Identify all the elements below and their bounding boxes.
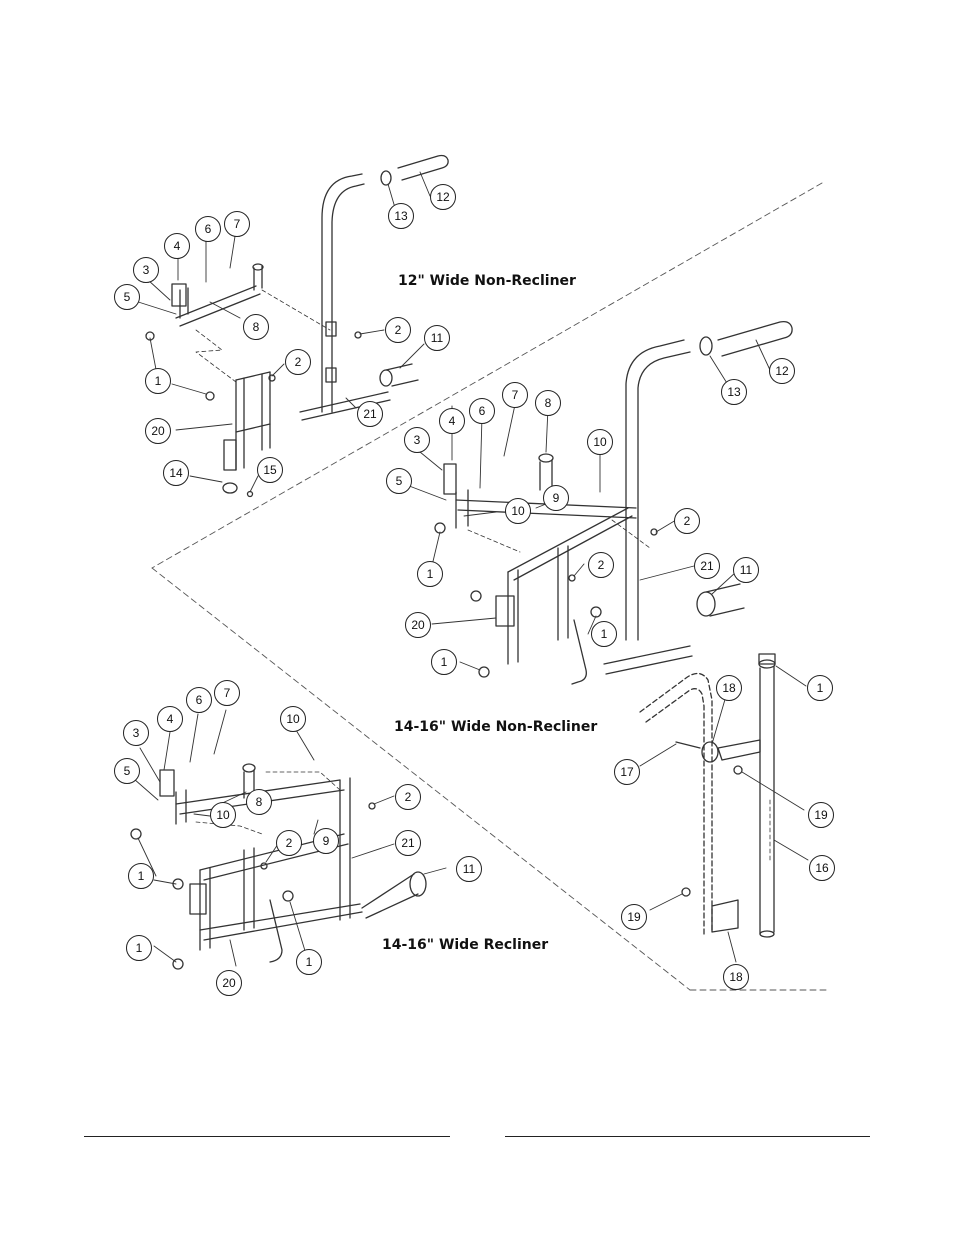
callout-1416-rec-21: 21 bbox=[395, 830, 421, 856]
footer-rule-left bbox=[84, 1136, 450, 1137]
callout-1416-rec-6: 6 bbox=[186, 687, 212, 713]
title-12-wide-non-recliner: 12" Wide Non-Recliner bbox=[398, 273, 576, 289]
callout-12-nr-1: 1 bbox=[145, 368, 171, 394]
callout-1416-nr-10b: 10 bbox=[505, 498, 531, 524]
callout-1416-nr-7: 7 bbox=[502, 382, 528, 408]
recliner-handle-detail bbox=[639, 653, 776, 938]
callout-12-nr-7: 7 bbox=[224, 211, 250, 237]
callout-12-nr-20: 20 bbox=[145, 418, 171, 444]
assembly-14-16-wide-non-recliner bbox=[434, 320, 793, 685]
callout-1416-rec-5: 5 bbox=[114, 758, 140, 784]
callout-12-nr-14: 14 bbox=[163, 460, 189, 486]
leader-lines bbox=[125, 171, 809, 967]
callout-1416-nr-2b: 2 bbox=[588, 552, 614, 578]
callout-1416-nr-5: 5 bbox=[386, 468, 412, 494]
callout-12-nr-21: 21 bbox=[357, 401, 383, 427]
callout-1416-rec-1c: 1 bbox=[126, 935, 152, 961]
callout-1416-rec-3: 3 bbox=[123, 720, 149, 746]
callout-12-nr-3: 3 bbox=[133, 257, 159, 283]
callout-1416-nr-11: 11 bbox=[733, 557, 759, 583]
callout-detail-1: 1 bbox=[807, 675, 833, 701]
callout-1416-rec-2b: 2 bbox=[276, 830, 302, 856]
callout-12-nr-11: 11 bbox=[424, 325, 450, 351]
callout-detail-19a: 19 bbox=[808, 802, 834, 828]
section-divider-lines bbox=[151, 182, 827, 991]
callout-1416-rec-2a: 2 bbox=[395, 784, 421, 810]
callout-1416-nr-2a: 2 bbox=[674, 508, 700, 534]
callout-detail-18b: 18 bbox=[723, 964, 749, 990]
callout-1416-nr-1a: 1 bbox=[417, 561, 443, 587]
callout-1416-nr-20: 20 bbox=[405, 612, 431, 638]
callout-12-nr-12: 12 bbox=[430, 184, 456, 210]
title-14-16-wide-non-recliner: 14-16" Wide Non-Recliner bbox=[394, 719, 598, 735]
callout-1416-nr-10a: 10 bbox=[587, 429, 613, 455]
callout-detail-19b: 19 bbox=[621, 904, 647, 930]
callout-1416-nr-1c: 1 bbox=[431, 649, 457, 675]
callout-1416-rec-9: 9 bbox=[313, 828, 339, 854]
callout-detail-18a: 18 bbox=[716, 675, 742, 701]
footer-rule-right bbox=[505, 1136, 870, 1137]
callout-1416-rec-7: 7 bbox=[214, 680, 240, 706]
callout-12-nr-2b: 2 bbox=[285, 349, 311, 375]
callout-12-nr-8: 8 bbox=[243, 314, 269, 340]
callout-1416-rec-1b: 1 bbox=[296, 949, 322, 975]
callout-1416-nr-12: 12 bbox=[769, 358, 795, 384]
callout-1416-nr-9: 9 bbox=[543, 485, 569, 511]
callout-1416-nr-21: 21 bbox=[694, 553, 720, 579]
title-14-16-wide-recliner: 14-16" Wide Recliner bbox=[382, 937, 549, 953]
callout-12-nr-5: 5 bbox=[114, 284, 140, 310]
assembly-12-wide-non-recliner bbox=[145, 154, 449, 498]
callout-1416-rec-4: 4 bbox=[157, 706, 183, 732]
callout-1416-nr-6: 6 bbox=[469, 398, 495, 424]
callout-1416-nr-1b: 1 bbox=[591, 621, 617, 647]
callout-1416-nr-4: 4 bbox=[439, 408, 465, 434]
callout-1416-rec-20: 20 bbox=[216, 970, 242, 996]
callout-1416-nr-8: 8 bbox=[535, 390, 561, 416]
callout-1416-rec-8: 8 bbox=[246, 789, 272, 815]
callout-12-nr-2a: 2 bbox=[385, 317, 411, 343]
callout-1416-nr-13: 13 bbox=[721, 379, 747, 405]
callout-1416-rec-10a: 10 bbox=[280, 706, 306, 732]
callout-1416-rec-10b: 10 bbox=[210, 802, 236, 828]
callout-12-nr-15: 15 bbox=[257, 457, 283, 483]
callout-12-nr-4: 4 bbox=[164, 233, 190, 259]
callout-1416-rec-1a: 1 bbox=[128, 863, 154, 889]
callout-12-nr-13: 13 bbox=[388, 203, 414, 229]
callout-1416-rec-11: 11 bbox=[456, 856, 482, 882]
callout-detail-16: 16 bbox=[809, 855, 835, 881]
callout-detail-17: 17 bbox=[614, 759, 640, 785]
callout-1416-nr-3: 3 bbox=[404, 427, 430, 453]
callout-12-nr-6: 6 bbox=[195, 216, 221, 242]
